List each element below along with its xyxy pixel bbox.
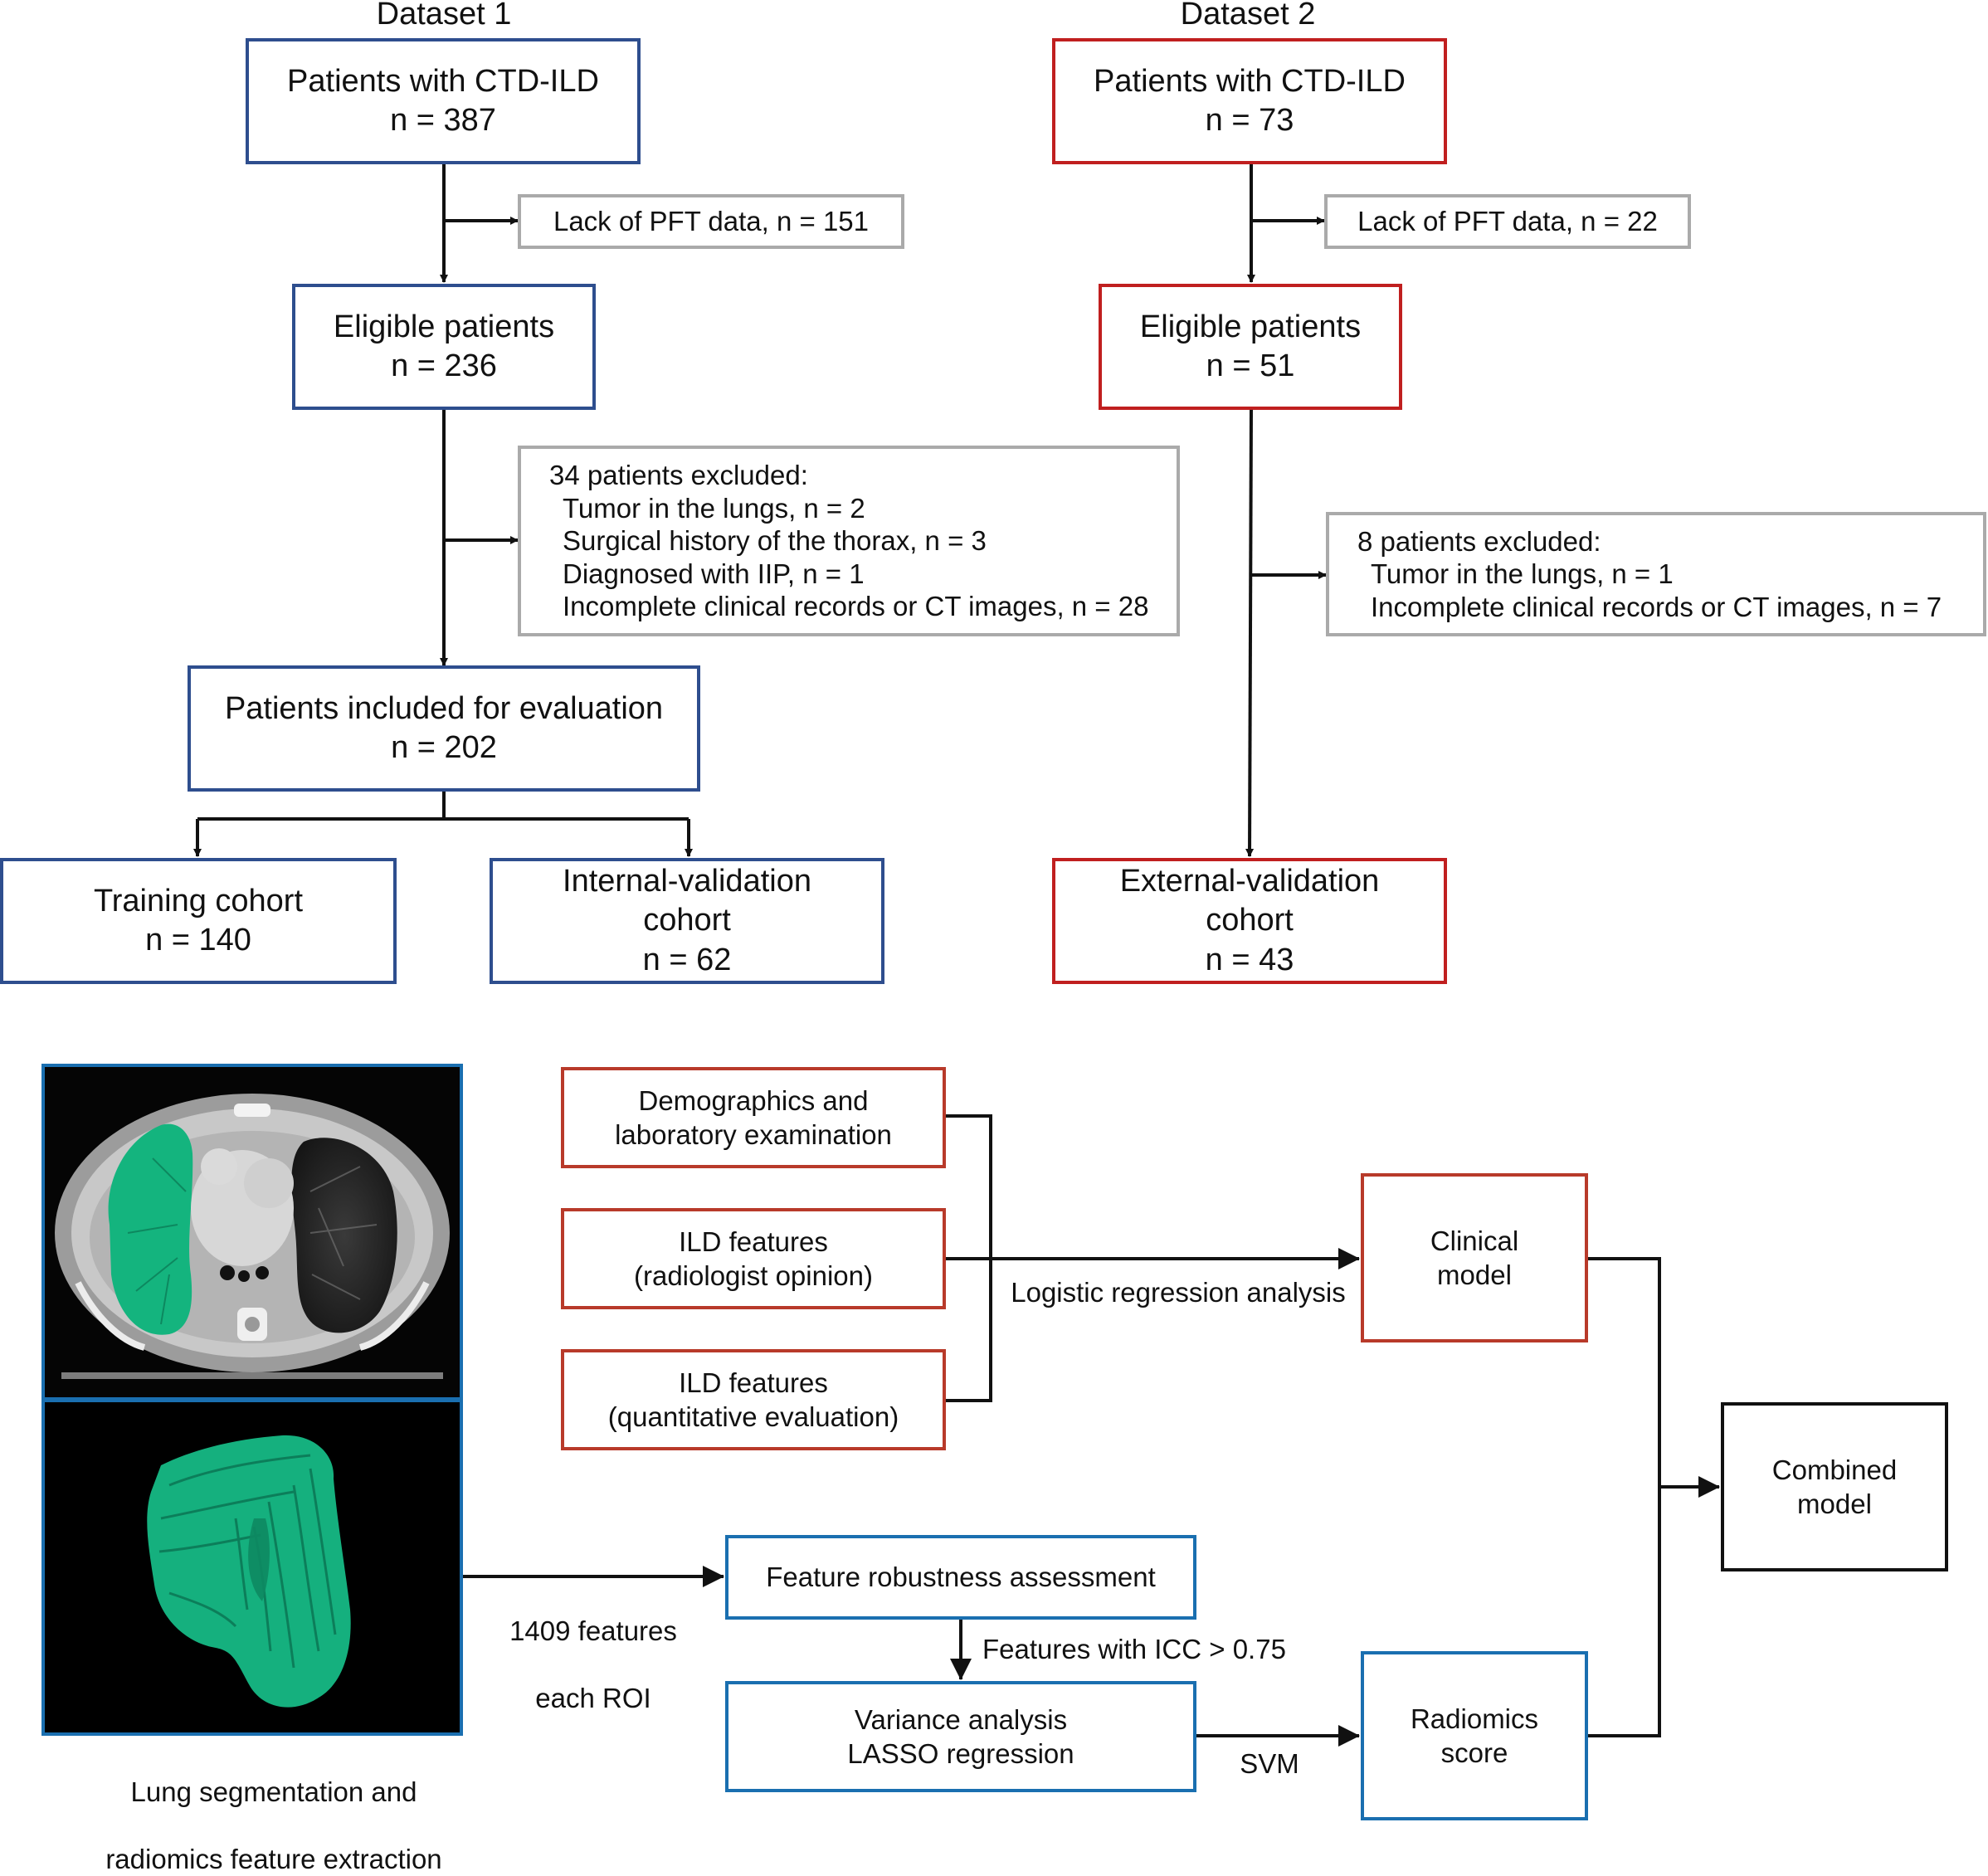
variance-lasso-label2: LASSO regression: [847, 1738, 1074, 1769]
lung-3d-segmentation-drawing: [147, 1435, 351, 1708]
d1-exclusion-item: Surgical history of the thorax, n = 3: [563, 525, 987, 557]
variance-lasso-box: Variance analysis LASSO regression: [725, 1681, 1196, 1792]
logistic-regression-label: Logistic regression analysis: [1011, 1277, 1346, 1308]
bracket-combined-inputs: [1586, 1257, 1661, 1737]
d1-included-box: Patients included for evaluation n = 202: [188, 665, 700, 792]
d2-start-count: n = 73: [1205, 103, 1294, 138]
d1-training-count: n = 140: [145, 923, 251, 957]
feature-robustness-label: Feature robustness assessment: [766, 1562, 1156, 1593]
demographics-label1: Demographics and: [638, 1084, 869, 1116]
d2-exclusion-item: Tumor in the lungs, n = 1: [1371, 558, 1674, 590]
radiomics-score-label2: score: [1440, 1737, 1508, 1768]
ild-radiologist-box: ILD features (radiologist opinion): [561, 1208, 946, 1309]
d2-exclusion-header: 8 patients excluded:: [1357, 525, 1601, 557]
d2-eligible-count: n = 51: [1206, 348, 1295, 383]
combined-model-box: Combined model: [1721, 1402, 1948, 1571]
d1-training-box: Training cohort n = 140: [0, 858, 397, 984]
d2-external-count: n = 43: [1205, 942, 1294, 977]
d1-internal-box: Internal-validation cohort n = 62: [490, 858, 884, 984]
d1-exclusion-item: Tumor in the lungs, n = 2: [563, 492, 865, 524]
lung-3d-segmentation-image: [41, 1399, 463, 1736]
dataset2-title: Dataset 2: [1180, 0, 1316, 32]
ild-quantitative-label1: ILD features: [679, 1367, 828, 1398]
feature-robustness-box: Feature robustness assessment: [725, 1535, 1196, 1620]
dataset1-title: Dataset 1: [376, 0, 512, 32]
d1-eligible-box: Eligible patients n = 236: [292, 284, 596, 410]
d1-pft-exclusion-box: Lack of PFT data, n = 151: [518, 194, 904, 249]
d2-eligible-label: Eligible patients: [1139, 309, 1362, 344]
d2-pft-exclusion-text: Lack of PFT data, n = 22: [1357, 206, 1658, 237]
d1-start-box: Patients with CTD-ILD n = 387: [246, 38, 641, 164]
variance-lasso-label1: Variance analysis: [854, 1703, 1068, 1735]
ct-axial-slice-image: [41, 1064, 463, 1401]
combined-model-label1: Combined: [1771, 1454, 1898, 1485]
ild-quantitative-label2: (quantitative evaluation): [607, 1401, 899, 1432]
d2-external-box: External-validation cohort n = 43: [1052, 858, 1447, 984]
icc-threshold-label: Features with ICC > 0.75: [982, 1634, 1286, 1664]
connector-layer: [193, 163, 1720, 1747]
d1-start-count: n = 387: [390, 103, 496, 138]
features-count-line2: each ROI: [535, 1682, 651, 1713]
d1-included-label: Patients included for evaluation: [224, 690, 664, 726]
ild-radiologist-label1: ILD features: [679, 1225, 828, 1257]
image-caption: Lung segmentation and radiomics feature …: [50, 1742, 498, 1876]
combined-model-label2: model: [1797, 1489, 1872, 1519]
d2-start-box: Patients with CTD-ILD n = 73: [1052, 38, 1447, 164]
d2-exclusion-list-box: 8 patients excluded: Tumor in the lungs,…: [1326, 512, 1986, 636]
d1-included-count: n = 202: [391, 730, 497, 765]
arrow-d2-eligible-to-external: [1245, 407, 1255, 857]
d1-internal-label: Internal-validation: [563, 863, 811, 899]
ild-quantitative-box: ILD features (quantitative evaluation): [561, 1349, 946, 1450]
features-count-label: 1409 features each ROI: [473, 1581, 714, 1715]
d1-exclusion-header: 34 patients excluded:: [549, 460, 808, 491]
d1-training-label: Training cohort: [93, 883, 304, 919]
d1-exclusion-item: Diagnosed with IIP, n = 1: [563, 558, 865, 589]
demographics-label2: laboratory examination: [615, 1119, 892, 1150]
d2-pft-exclusion-box: Lack of PFT data, n = 22: [1324, 194, 1691, 249]
image-caption-line1: Lung segmentation and: [130, 1776, 417, 1808]
d1-exclusion-item: Incomplete clinical records or CT images…: [563, 591, 1149, 622]
d2-external-label: External-validation: [1119, 863, 1380, 899]
d1-start-label: Patients with CTD-ILD: [287, 63, 599, 99]
clinical-model-label1: Clinical: [1430, 1225, 1519, 1256]
d1-pft-exclusion-text: Lack of PFT data, n = 151: [553, 206, 870, 237]
d2-start-label: Patients with CTD-ILD: [1094, 63, 1406, 99]
d1-eligible-label: Eligible patients: [333, 309, 555, 344]
radiomics-score-box: Radiomics score: [1361, 1651, 1588, 1820]
d1-exclusion-list-box: 34 patients excluded: Tumor in the lungs…: [518, 446, 1180, 636]
clinical-model-label2: model: [1437, 1260, 1512, 1290]
d1-internal-label2: cohort: [643, 903, 731, 938]
features-count-line1: 1409 features: [509, 1615, 677, 1647]
ct-axial-slice-drawing: [55, 1094, 450, 1379]
radiomics-score-label1: Radiomics: [1410, 1703, 1539, 1734]
d2-external-label2: cohort: [1206, 903, 1294, 938]
d2-eligible-box: Eligible patients n = 51: [1099, 284, 1402, 410]
demographics-box: Demographics and laboratory examination: [561, 1067, 946, 1168]
d1-eligible-count: n = 236: [391, 348, 497, 383]
d1-internal-count: n = 62: [642, 942, 732, 977]
clinical-model-box: Clinical model: [1361, 1173, 1588, 1342]
ild-radiologist-label2: (radiologist opinion): [634, 1260, 873, 1291]
image-caption-line2: radiomics feature extraction: [105, 1843, 442, 1874]
d2-exclusion-item: Incomplete clinical records or CT images…: [1371, 591, 1942, 622]
svm-label: SVM: [1240, 1748, 1299, 1779]
